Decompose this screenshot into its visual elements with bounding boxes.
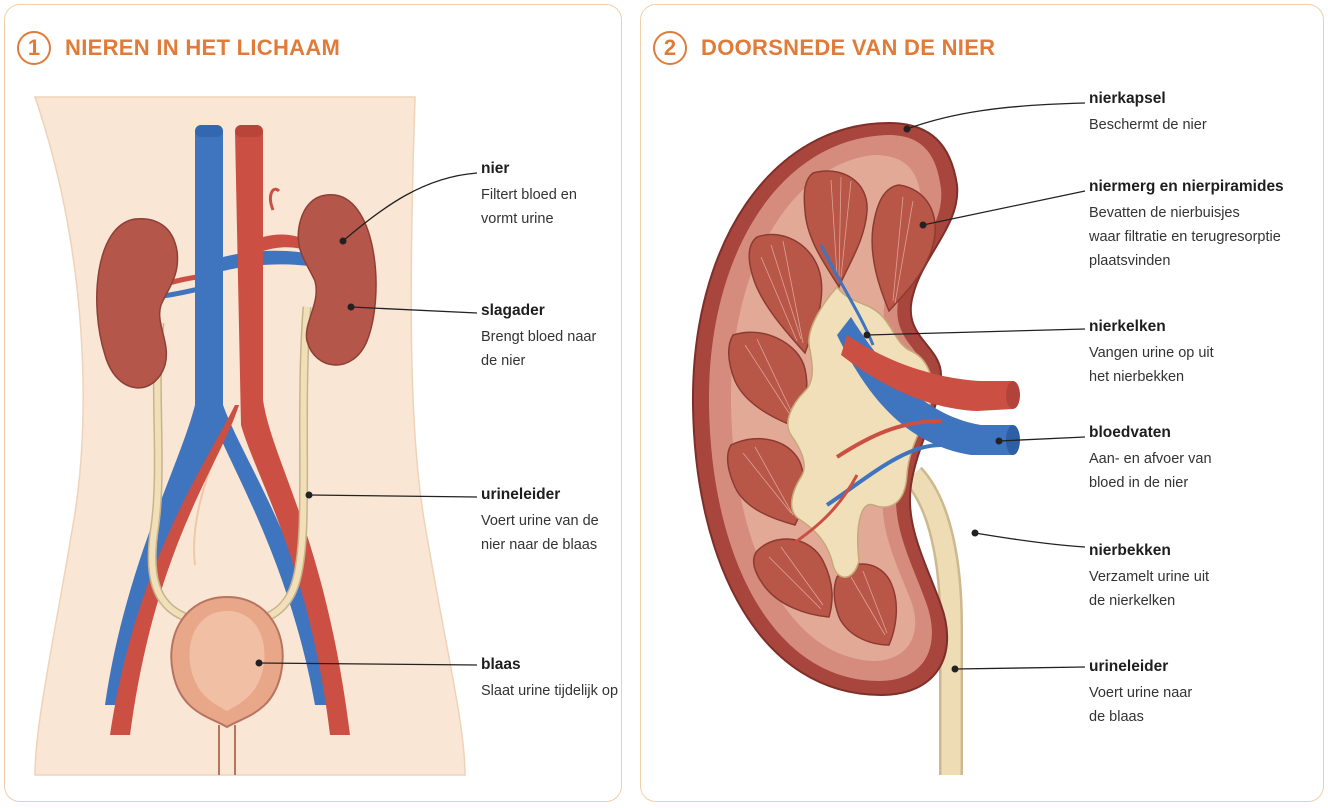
label-desc: Slaat urine tijdelijk op bbox=[481, 683, 619, 699]
label-desc: Verzamelt urine uit de nierkelken bbox=[1089, 569, 1210, 609]
body-illustration bbox=[33, 96, 478, 776]
panel-2-title: DOORSNEDE VAN DE NIER bbox=[701, 35, 996, 60]
label-desc: Beschermt de nier bbox=[1089, 117, 1207, 133]
label-name: blaas bbox=[481, 656, 521, 673]
kidney-right bbox=[297, 194, 377, 366]
label-desc: Filtert bloed en vormt urine bbox=[481, 187, 577, 227]
label-name: nierkapsel bbox=[1089, 90, 1166, 107]
panel-1-number: 1 bbox=[17, 31, 51, 65]
renal-pyramids bbox=[726, 170, 936, 646]
label-bloedvaten: bloedvaten Aan- en afvoer van bloed in d… bbox=[1089, 423, 1212, 495]
label-name: nierkelken bbox=[1089, 318, 1166, 335]
renal-pelvis bbox=[787, 285, 934, 578]
kidney-cross-section-illustration bbox=[691, 102, 1086, 775]
vena-cava bbox=[105, 131, 224, 705]
panel-2-number: 2 bbox=[653, 31, 687, 65]
label-name: nier bbox=[481, 160, 510, 177]
label-name: urineleider bbox=[1089, 658, 1169, 675]
label-nierkelken: nierkelken Vangen urine op uit het nierb… bbox=[1089, 317, 1214, 389]
label-nierbekken: nierbekken Verzamelt urine uit de nierke… bbox=[1089, 541, 1209, 613]
label-name: urineleider bbox=[481, 486, 561, 503]
label-desc: Vangen urine op uit het nierbekken bbox=[1089, 345, 1214, 385]
label-urineleider: urineleider Voert urine van de nier naar… bbox=[481, 485, 599, 557]
label-name: bloedvaten bbox=[1089, 424, 1171, 441]
label-slagader: slagader Brengt bloed naar de nier bbox=[481, 301, 596, 373]
panel-1-header: 1 NIEREN IN HET LICHAAM bbox=[17, 31, 340, 65]
label-nier: nier Filtert bloed en vormt urine bbox=[481, 159, 577, 231]
panel-1-title: NIEREN IN HET LICHAAM bbox=[65, 35, 341, 60]
label-desc: Aan- en afvoer van bloed in de nier bbox=[1089, 451, 1212, 491]
label-desc: Voert urine naar de blaas bbox=[1089, 685, 1193, 725]
label-nierkapsel: nierkapsel Beschermt de nier bbox=[1089, 89, 1207, 137]
label-name: nierbekken bbox=[1089, 542, 1171, 559]
aorta bbox=[235, 131, 350, 735]
renal-artery bbox=[841, 335, 1013, 411]
label-niermerg: niermerg en nierpiramides Bevatten de ni… bbox=[1089, 177, 1284, 273]
label-blaas: blaas Slaat urine tijdelijk op bbox=[481, 655, 618, 703]
panel-2-header: 2 DOORSNEDE VAN DE NIER bbox=[653, 31, 995, 65]
renal-vein bbox=[837, 317, 1013, 455]
kidney-left bbox=[96, 218, 179, 389]
label-name: slagader bbox=[481, 302, 545, 319]
label-desc: Brengt bloed naar de nier bbox=[481, 329, 597, 369]
panel-kidney-cross-section: 2 DOORSNEDE VAN DE NIER bbox=[640, 4, 1324, 802]
label-desc: Voert urine van de nier naar de blaas bbox=[481, 513, 599, 553]
label-urineleider-2: urineleider Voert urine naar de blaas bbox=[1089, 657, 1192, 729]
label-name: niermerg en nierpiramides bbox=[1089, 178, 1284, 195]
label-desc: Bevatten de nierbuisjes waar filtratie e… bbox=[1089, 205, 1281, 269]
panel-kidneys-in-body: 1 NIEREN IN HET LICHAAM bbox=[4, 4, 622, 802]
